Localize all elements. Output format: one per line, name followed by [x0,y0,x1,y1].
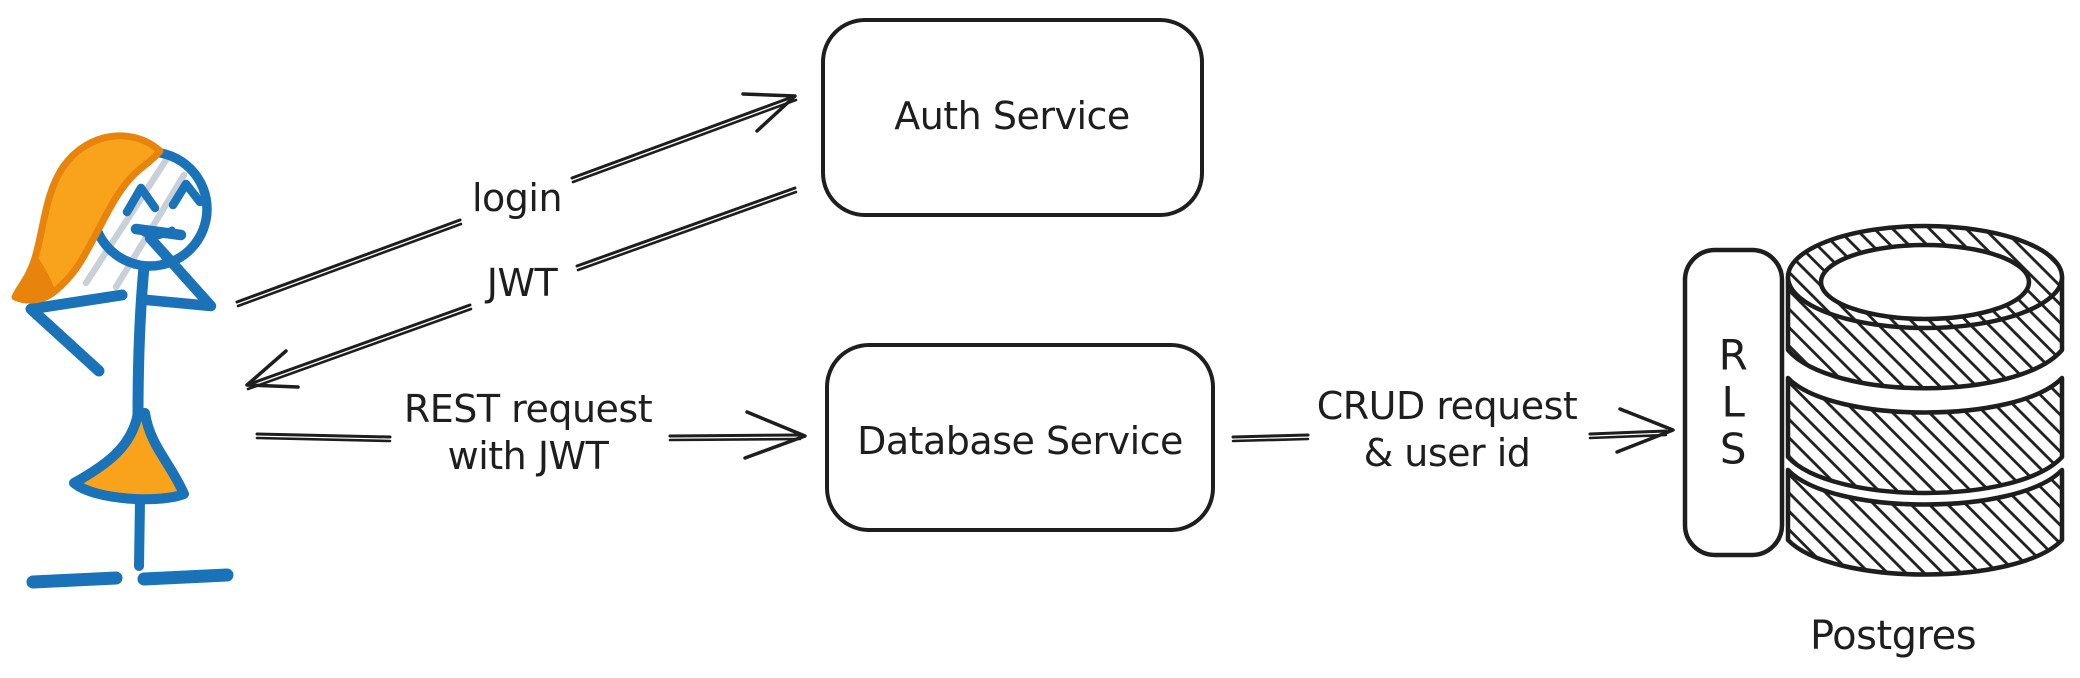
rls-letter-l: L [1721,377,1745,427]
actor-eyes [122,179,205,217]
rls-box [1682,247,1785,558]
actor-feet [26,568,234,589]
cylinder-middle-band [1785,375,2065,496]
crud-arrow [1231,407,1675,454]
actor-dress [69,408,189,505]
login-arrowhead [741,92,797,133]
jwt-arrow-label: JWT [486,261,558,306]
actor-leg [134,495,145,571]
actor-arm-hip [25,289,128,377]
jwt-arrowhead [245,349,300,389]
auth-service-box [821,18,1204,217]
actor-body [132,261,150,422]
actor-arm-chin [130,223,217,312]
rls-letter-r: R [1718,330,1748,380]
crud-arrow-label-line2: & user id [1363,431,1531,475]
actor-hair [11,132,164,304]
crud-arrowhead [1615,407,1675,454]
login-arrow-label: login [471,176,563,221]
postgres-database-icon [1785,223,2065,577]
user-actor-icon [11,132,234,589]
rest-arrow-label-line2: with JWT [447,434,609,478]
cylinder-bottom-band [1785,467,2065,577]
database-service-label: Database Service [857,419,1183,464]
rest-arrow-label: REST request with JWT [403,386,653,480]
rest-arrow [255,410,807,460]
login-arrow [235,92,798,308]
jwt-arrow [245,186,798,391]
database-service-box [825,343,1215,532]
rls-label: R L S [1719,332,1748,473]
crud-arrow-label-line1: CRUD request [1316,384,1578,428]
crud-arrow-label: CRUD request & user id [1317,383,1578,477]
cylinder-opening [1818,242,2032,322]
actor-hair-tip [15,255,55,300]
postgres-label: Postgres [1809,613,1977,659]
rest-arrow-label-line1: REST request [403,387,653,431]
auth-service-label: Auth Service [894,94,1130,139]
rest-arrowhead [743,410,807,460]
rls-letter-s: S [1719,424,1747,474]
